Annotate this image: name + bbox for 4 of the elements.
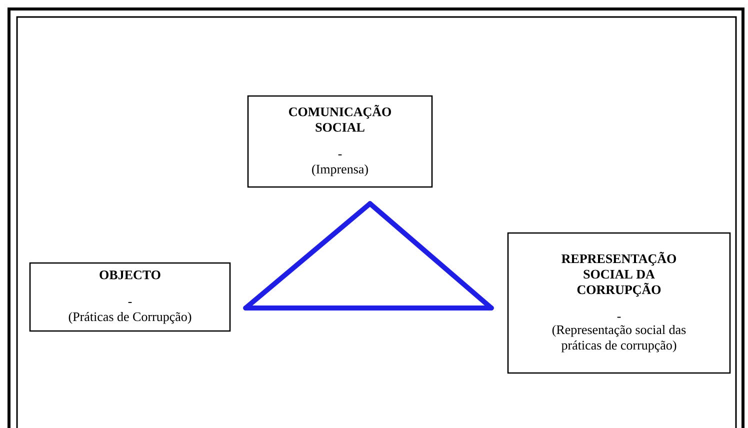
text-box: REPRESENTAÇÃO SOCIAL DA CORRUPÇÃO - (Representação social das práticas de corrupção): [507, 232, 731, 374]
text-box: COMUNICAÇÃO SOCIAL - (Imprensa): [247, 95, 433, 188]
text-box: OBJECTO - (Práticas de Corrupção): [29, 262, 231, 332]
triangle-side: [243, 306, 494, 310]
